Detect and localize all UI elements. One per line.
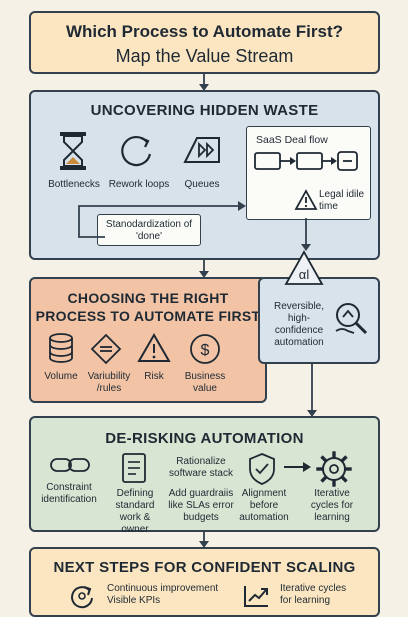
alpha-badge-icon	[284, 250, 324, 285]
refresh-icon	[71, 586, 93, 609]
next-item1-line2: Visible KPIs	[107, 595, 161, 606]
alpha-badge-label: αl	[298, 267, 310, 282]
shield-icon	[249, 453, 275, 485]
next-item2-line1: Iterative cycles	[280, 583, 347, 594]
waste-title: UNCOVERING HIDDEN WASTE	[90, 102, 319, 119]
standardization-label: Stanodardization of 'done'	[105, 219, 193, 242]
page-subtitle: Map the Value Stream	[115, 46, 294, 66]
waste-item-label: Queues	[184, 179, 220, 190]
arrow-right-icon	[284, 462, 311, 472]
variability-icon	[90, 333, 122, 365]
choose-title-line2: PROCESS TO AUTOMATE FIRST	[35, 308, 261, 324]
choose-title: CHOOSING THE RIGHT PROCESS TO AUTOMATE F…	[31, 289, 265, 325]
waste-item-label: Rework loops	[108, 179, 170, 190]
svg-text:$: $	[201, 342, 210, 359]
search-icon	[335, 303, 368, 335]
warning-icon	[137, 333, 171, 362]
constraint-label: Constraint identification	[41, 482, 97, 505]
database-icon	[49, 333, 73, 363]
waste-section: UNCOVERING HIDDEN WASTE Bottlenecks Rewo…	[29, 90, 380, 260]
guardrails-label: Add guardraiis like SLAs error budgets	[168, 488, 234, 523]
title-card: Which Process to Automate First? Map the…	[29, 11, 380, 74]
chain-icon	[50, 458, 90, 472]
next-section: NEXT STEPS FOR CONFIDENT SCALING Continu…	[29, 547, 380, 617]
gear-icon	[316, 451, 352, 487]
alignment-label: Alignment before automation	[239, 488, 289, 523]
choose-item-label: Variubility /rules	[87, 371, 131, 394]
next-item2-line2: for learning	[280, 595, 331, 606]
waste-item-label: Bottlenecks	[48, 179, 100, 190]
rationalize-label: Rationalize software stack	[169, 456, 233, 479]
page-title: Which Process to Automate First?	[65, 22, 344, 41]
derisk-title: DE-RISKING AUTOMATION	[105, 430, 304, 447]
next-item1-line1: Continuous improvement	[107, 583, 219, 594]
standardization-card: Stanodardization of 'done'	[97, 214, 201, 246]
queue-icon	[183, 137, 220, 163]
deal-flow-title: SaaS Deal flow	[256, 134, 328, 146]
choose-item-label: Business value	[184, 371, 226, 394]
reversible-card: Reversible, high-confidence automation	[258, 277, 380, 364]
choose-section: CHOOSING THE RIGHT PROCESS TO AUTOMATE F…	[29, 277, 267, 403]
deal-flow-card: SaaS Deal flow Legal idile time	[246, 126, 371, 220]
iterative-label: Iterative cycles for learning	[310, 488, 354, 523]
choose-title-line1: CHOOSING THE RIGHT	[67, 290, 229, 306]
warning-icon	[294, 189, 318, 210]
reversible-label: Reversible, high-confidence automation	[273, 301, 325, 348]
defining-label: Defining standard work & owner	[115, 488, 155, 535]
hourglass-icon	[60, 132, 86, 170]
loop-icon	[121, 135, 152, 167]
choose-item-label: Risk	[144, 371, 164, 382]
derisk-section: DE-RISKING AUTOMATION Constraint identif…	[29, 416, 380, 535]
legal-idle-label: Legal idile time	[319, 189, 365, 212]
flow-steps-icon	[254, 151, 358, 171]
trend-chart-icon	[244, 586, 268, 607]
document-icon	[122, 453, 146, 483]
dollar-icon: $	[190, 334, 220, 364]
next-title: NEXT STEPS FOR CONFIDENT SCALING	[53, 559, 356, 576]
choose-item-label: Volume	[44, 371, 78, 382]
